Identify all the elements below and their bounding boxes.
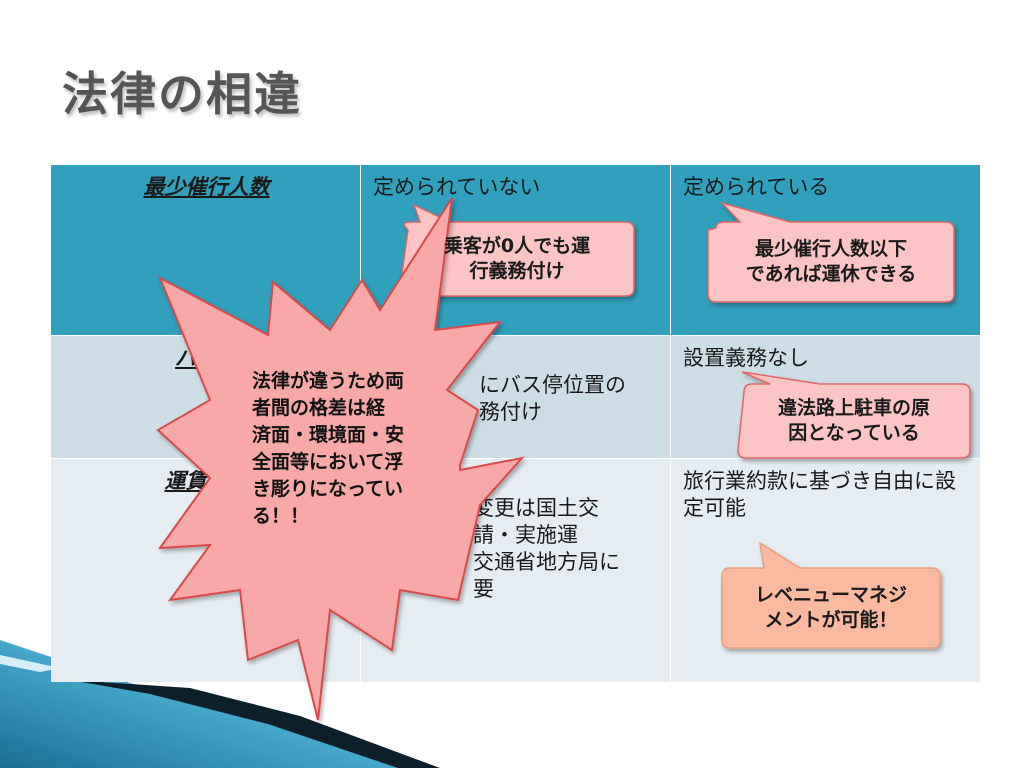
- cell-text: 定められていない: [373, 175, 541, 199]
- page-title: 法律の相違: [62, 67, 302, 121]
- cell-text: 変更は国土交 請・実施運 交通省地方局に 要: [473, 496, 620, 601]
- swoosh-dark-stripe: [70, 680, 440, 768]
- callout-bubble-revenue-management: [721, 541, 941, 649]
- callout-bubble-cancel-ok: [707, 201, 955, 303]
- callout-bubble-illegal-parking: [737, 371, 971, 459]
- table-cell-row1-label: 最少催行人数: [51, 165, 360, 335]
- starburst-text: 法律が違うため両 者間の格差は経 済面・環境面・安 全面等において浮 き彫りにな…: [252, 370, 405, 527]
- swoosh-light-stripe: [0, 655, 60, 672]
- callout-illegal-parking-text: 違法路上駐車の原 因となっている: [777, 397, 930, 444]
- cell-text: 設置義務なし: [683, 346, 809, 370]
- cell-text: 定められている: [683, 175, 830, 199]
- cell-text: 旅行業約款に基づき自由に設定可能: [683, 469, 956, 520]
- callout-cancel-ok-text: 最少催行人数以下 であれば運休できる: [745, 238, 917, 285]
- callout-no-minimum-text: 乗客が0人でも運 行義務付け: [443, 235, 591, 282]
- callout-revenue-management-text: レベニューマネジ メントが可能！: [754, 584, 907, 631]
- row-label-min-passengers: 最少催行人数: [143, 175, 270, 199]
- starburst-shape: [156, 197, 525, 721]
- cell-text: にバス停位置の 務付け: [479, 373, 626, 424]
